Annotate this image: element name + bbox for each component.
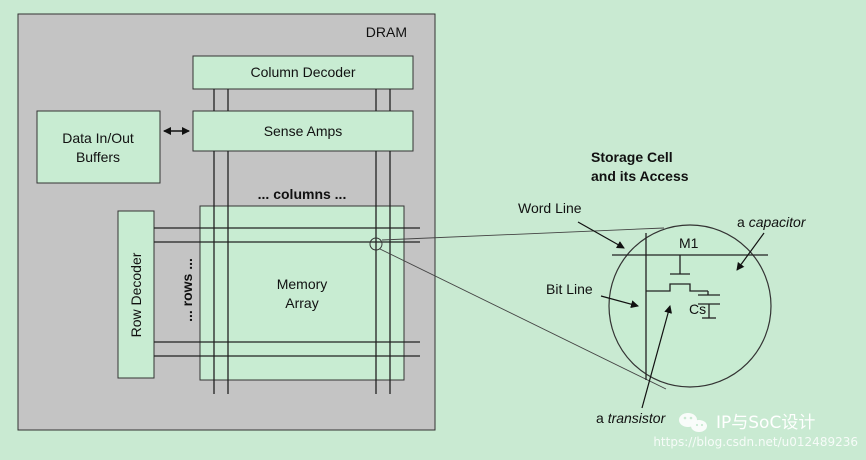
column-decoder-label: Column Decoder (250, 64, 355, 80)
capacitor-arrow (736, 232, 765, 271)
watermark-url: https://blog.csdn.net/u012489236 (653, 435, 858, 449)
storage-cell-heading-1: Storage Cell (591, 149, 673, 165)
word-line-label: Word Line (518, 200, 582, 216)
watermark: IP与SoC设计 https://blog.csdn.net/u01248923… (653, 413, 858, 449)
capacitor-label: a capacitor (737, 214, 807, 230)
column-decoder-block: Column Decoder (192, 55, 414, 90)
sense-amps-label: Sense Amps (264, 123, 343, 139)
dram-title: DRAM (366, 24, 407, 40)
bit-line-label: Bit Line (546, 281, 593, 297)
sense-amps-block: Sense Amps (192, 110, 414, 152)
transistor-arrow (641, 305, 673, 409)
cs-label: Cs (689, 301, 706, 317)
data-buffers-label-2: Buffers (76, 149, 120, 165)
column-wires (213, 89, 391, 394)
bit-line-arrow (600, 295, 639, 309)
rows-label: ... rows ... (179, 258, 195, 322)
transistor-label: a transistor (596, 410, 667, 426)
memory-array-label-1: Memory (277, 276, 328, 292)
row-decoder-label: Row Decoder (128, 252, 144, 337)
zoom-line-top (381, 227, 665, 241)
data-buffers-block: Data In/Out Buffers (36, 110, 161, 184)
watermark-brand: IP与SoC设计 (716, 413, 815, 433)
storage-cell-zoom (608, 224, 772, 388)
row-wires (154, 227, 420, 357)
columns-label: ... columns ... (258, 186, 347, 202)
m1-label: M1 (679, 235, 699, 251)
selected-cell-marker (369, 237, 383, 251)
data-buffers-label-1: Data In/Out (62, 130, 134, 146)
storage-cell-heading-2: and its Access (591, 168, 689, 184)
zoom-line-bottom (379, 248, 667, 390)
memory-array-label-2: Array (285, 295, 318, 311)
row-decoder-block: Row Decoder (117, 210, 155, 379)
word-line-arrow (577, 221, 625, 249)
wechat-icon (679, 413, 707, 432)
memory-array-block (199, 205, 405, 381)
